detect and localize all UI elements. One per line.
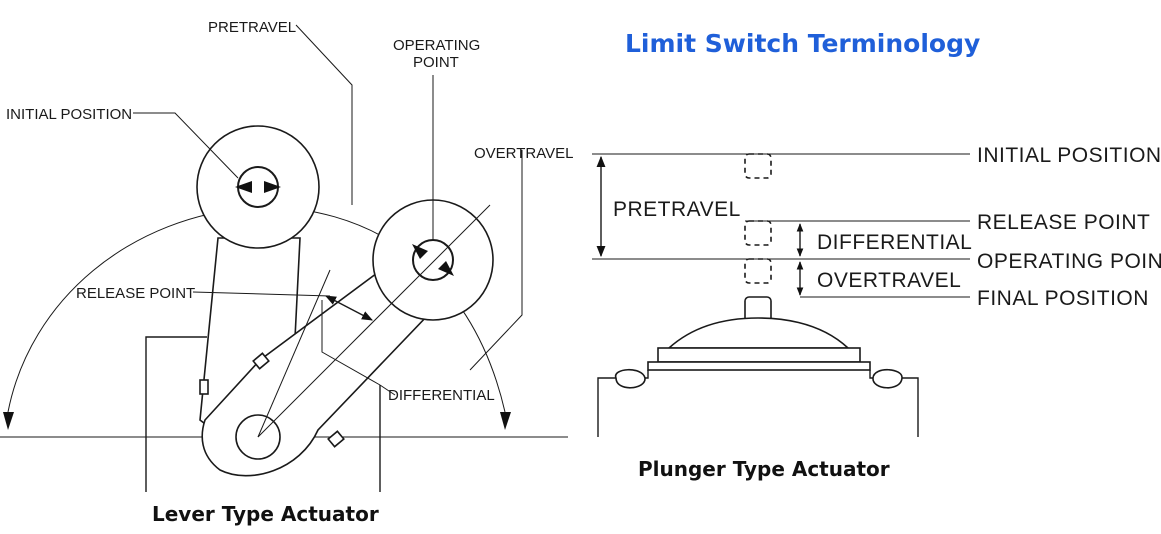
lever-label-operating-line1: OPERATING: [393, 37, 480, 54]
lever-label-pretravel: PRETRAVEL: [208, 19, 296, 36]
plunger-actuator-drawing: [592, 153, 970, 437]
lever-label-operating-line2: POINT: [413, 54, 459, 71]
plunger-label-release-point: RELEASE POINT: [977, 211, 1150, 234]
plunger-label-pretravel: PRETRAVEL: [613, 198, 741, 221]
plunger-label-overtravel: OVERTRAVEL: [817, 269, 961, 292]
plunger-label-operating-point: OPERATING POINT: [977, 250, 1161, 273]
plunger-label-initial-position: INITIAL POSITION: [977, 144, 1161, 167]
lever-label-initial-position: INITIAL POSITION: [6, 106, 132, 123]
plunger-label-final-position: FINAL POSITION: [977, 287, 1149, 310]
lever-label-differential: DIFFERENTIAL: [388, 387, 495, 404]
lever-label-release-point: RELEASE POINT: [76, 285, 195, 302]
plunger-caption: Plunger Type Actuator: [638, 457, 890, 481]
lever-actuator-drawing: [0, 24, 568, 492]
page-title: Limit Switch Terminology: [625, 29, 980, 58]
lever-label-overtravel: OVERTRAVEL: [474, 145, 573, 162]
plunger-label-differential: DIFFERENTIAL: [817, 231, 972, 254]
lever-caption: Lever Type Actuator: [152, 502, 379, 526]
